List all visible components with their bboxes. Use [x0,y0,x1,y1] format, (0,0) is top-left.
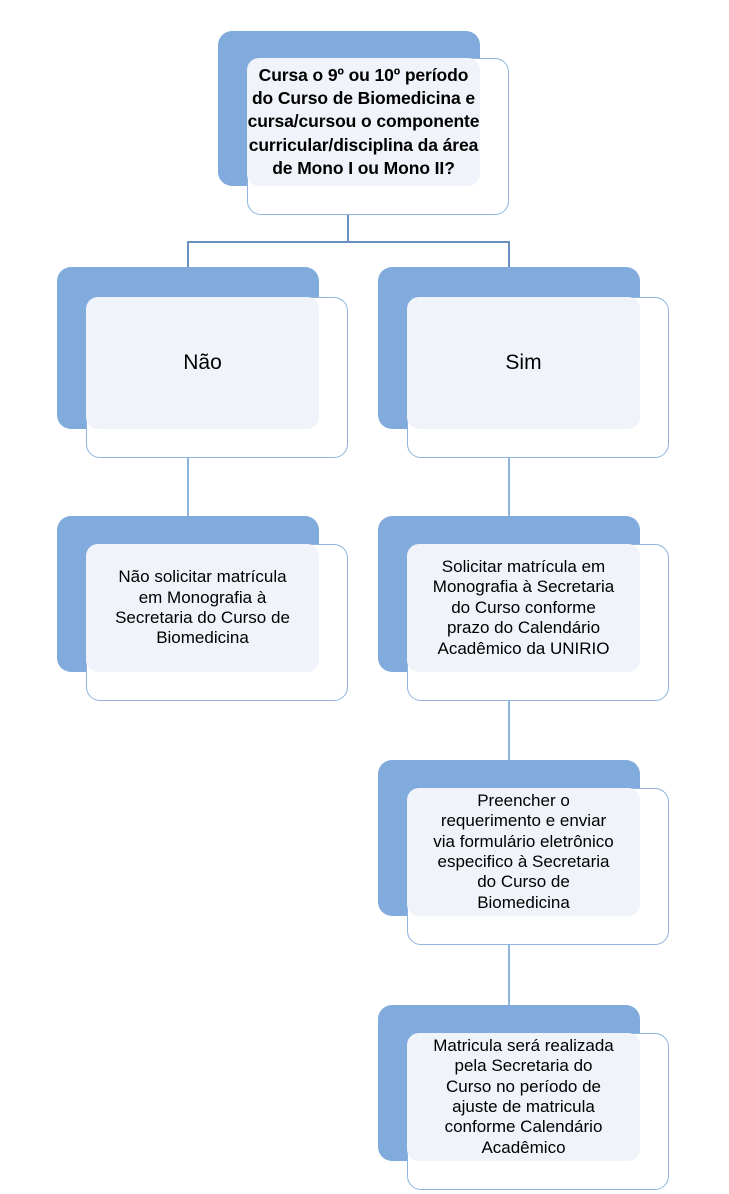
node-step-preencher[interactable]: Preencher o requerimento e enviar via fo… [378,760,670,946]
node-step-solicitar[interactable]: Solicitar matrícula em Monografia à Secr… [378,516,670,702]
node-branch-nao[interactable]: Não [57,267,349,459]
node-branch-sim[interactable]: Sim [378,267,670,459]
connector-solicitar-to-preencher [508,645,510,763]
connector-sim-to-solicitar [508,400,510,520]
node-panel: Cursa o 9º ou 10º período do Curso de Bi… [247,58,480,186]
node-decision[interactable]: Cursa o 9º ou 10º período do Curso de Bi… [218,31,510,216]
node-panel: Não solicitar matrícula em Monografia à … [86,544,319,672]
connector-split-to-nao [187,241,189,269]
node-label: Preencher o requerimento e enviar via fo… [433,790,614,912]
node-panel: Não [86,297,319,429]
connector-split-to-sim [508,241,510,269]
node-panel: Preencher o requerimento e enviar via fo… [407,788,640,916]
node-label: Cursa o 9º ou 10º período do Curso de Bi… [247,65,480,178]
node-step-nao-solicitar[interactable]: Não solicitar matrícula em Monografia à … [57,516,349,702]
node-label: Sim [505,350,542,374]
connector-nao-to-step [187,400,189,520]
node-panel: Matricula será realizada pela Secretaria… [407,1033,640,1161]
node-panel: Sim [407,297,640,429]
node-label: Solicitar matrícula em Monografia à Secr… [432,557,615,658]
connector-preencher-to-matricula [508,890,510,1008]
node-label: Não [183,350,222,374]
node-label: Não solicitar matrícula em Monografia à … [115,567,290,648]
node-panel: Solicitar matrícula em Monografia à Secr… [407,544,640,672]
node-label: Matricula será realizada pela Secretaria… [433,1035,614,1157]
node-step-matricula[interactable]: Matricula será realizada pela Secretaria… [378,1005,670,1191]
connector-split-bar [187,241,510,243]
